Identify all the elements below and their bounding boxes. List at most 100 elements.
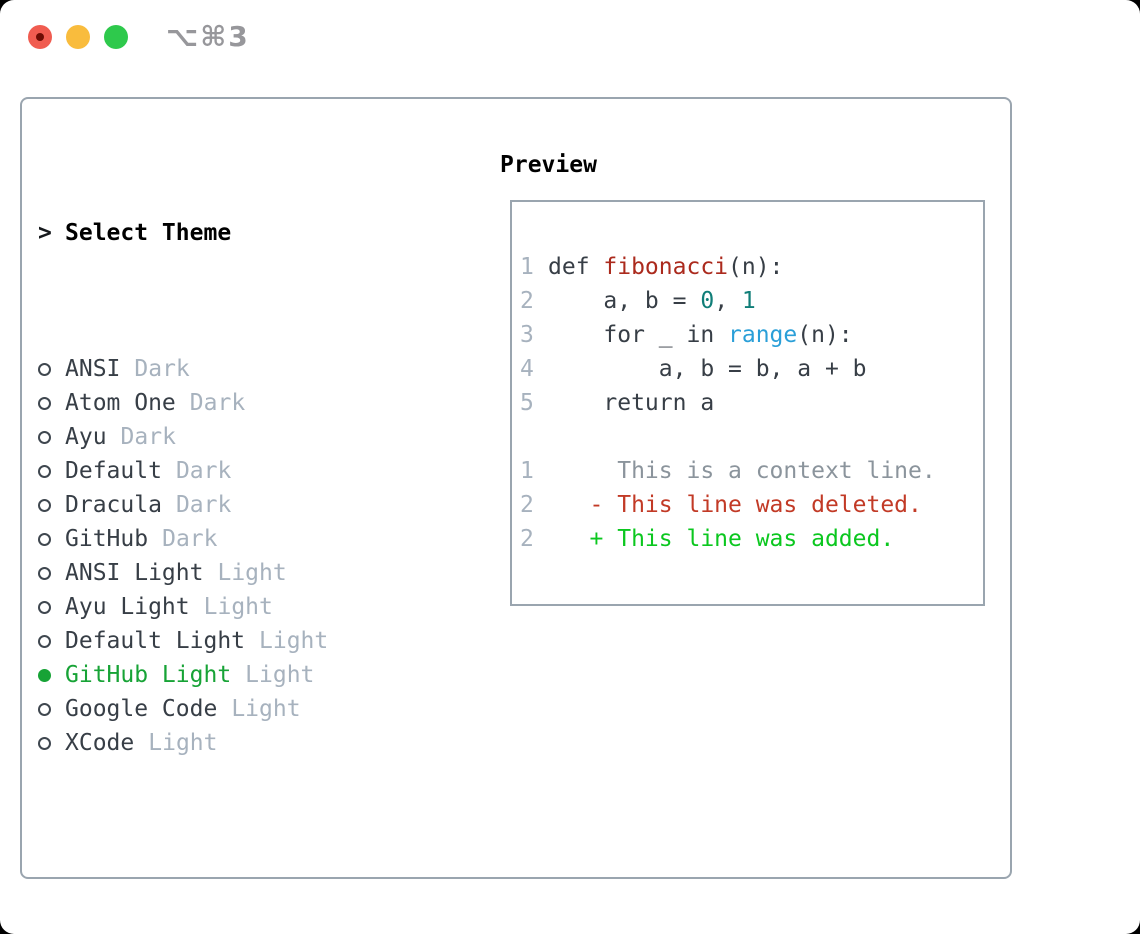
code-segment: (n):: [797, 322, 853, 348]
code-segment: 1: [741, 288, 756, 314]
theme-option[interactable]: Ayu Dark: [38, 420, 426, 454]
line-number: 2: [520, 492, 534, 518]
code-segment: return a: [548, 390, 715, 416]
code-segment: 0: [700, 288, 715, 314]
radio-icon: [38, 566, 51, 580]
theme-option[interactable]: Atom One Dark: [38, 386, 426, 420]
prompt-chevron-icon: >: [38, 220, 52, 246]
theme-option[interactable]: GitHub Light Light: [38, 658, 426, 692]
select-theme-title: Select Theme: [65, 220, 232, 246]
code-segment: + This line was added.: [548, 526, 895, 552]
option-label: Atom One: [65, 390, 176, 416]
line-number: 2: [520, 526, 534, 552]
option-label: Default: [65, 458, 162, 484]
radio-marker: [38, 430, 65, 444]
code-segment: range: [728, 322, 798, 348]
code-segment: (n):: [728, 254, 784, 280]
radio-marker: [38, 702, 65, 716]
theme-option[interactable]: XCode Light: [38, 726, 426, 760]
radio-marker: [38, 532, 65, 546]
radio-marker: [38, 498, 65, 512]
line-number: 2: [520, 288, 534, 314]
titlebar: ⌥⌘3: [0, 0, 1140, 74]
code-line: 2 a, b = 0, 1: [520, 284, 936, 318]
radio-icon: [38, 396, 51, 410]
code-segment: for _ in: [548, 322, 729, 348]
radio-icon: [38, 430, 51, 444]
theme-variant-tag: Light: [245, 662, 315, 688]
radio-icon: [38, 600, 51, 614]
modified-indicator-icon: [36, 33, 44, 41]
theme-variant-tag: Light: [203, 594, 273, 620]
theme-variant-tag: Light: [217, 560, 287, 586]
theme-option[interactable]: Default Light Light: [38, 624, 426, 658]
code-line: 5 return a: [520, 386, 936, 420]
code-line: 1 This is a context line.: [520, 454, 936, 488]
select-theme-header-row: > Select Theme: [38, 216, 426, 250]
option-label: Ayu Light: [65, 594, 190, 620]
radio-marker: [38, 566, 65, 580]
preview-title: Preview: [500, 152, 597, 178]
minimize-button[interactable]: [66, 25, 90, 49]
code-segment: - This line was deleted.: [548, 492, 922, 518]
option-label: ANSI: [65, 356, 121, 382]
option-label: Default Light: [65, 628, 246, 654]
radio-marker: [38, 600, 65, 614]
theme-variant-tag: Light: [259, 628, 329, 654]
code-segment: ,: [714, 288, 742, 314]
code-line: 4 a, b = b, a + b: [520, 352, 936, 386]
theme-variant-tag: Dark: [134, 356, 190, 382]
line-number: 1: [520, 458, 534, 484]
option-label: Dracula: [65, 492, 162, 518]
theme-option[interactable]: GitHub Dark: [38, 522, 426, 556]
option-label: GitHub: [65, 526, 149, 552]
code-segment: def: [548, 254, 604, 280]
theme-option[interactable]: ANSI Light Light: [38, 556, 426, 590]
close-button[interactable]: [28, 25, 52, 49]
radio-icon: [38, 736, 51, 750]
line-number: 5: [520, 390, 534, 416]
theme-variant-tag: Light: [148, 730, 218, 756]
zoom-button[interactable]: [104, 25, 128, 49]
option-label: Ayu: [65, 424, 107, 450]
option-label: GitHub Light: [65, 662, 232, 688]
code-line: 2 + This line was added.: [520, 522, 936, 556]
code-line: 2 - This line was deleted.: [520, 488, 936, 522]
theme-option[interactable]: ANSI Dark: [38, 352, 426, 386]
code-segment: This is a context line.: [548, 458, 936, 484]
radio-marker: [38, 464, 65, 478]
theme-variant-tag: Dark: [162, 526, 218, 552]
theme-variant-tag: Dark: [120, 424, 176, 450]
option-label: ANSI Light: [65, 560, 204, 586]
radio-icon: [38, 634, 51, 648]
radio-marker: [38, 668, 65, 682]
radio-icon: [38, 498, 51, 512]
option-label: XCode: [65, 730, 135, 756]
radio-icon: [38, 532, 51, 546]
theme-variant-tag: Dark: [189, 390, 246, 416]
radio-icon: [38, 702, 51, 716]
line-number: 3: [520, 322, 534, 348]
code-segment: a, b =: [548, 288, 701, 314]
spacer: [38, 862, 426, 896]
theme-option[interactable]: Ayu Light Light: [38, 590, 426, 624]
theme-variant-tag: Dark: [175, 458, 232, 484]
window-title: ⌥⌘3: [166, 20, 250, 53]
radio-marker: [38, 736, 65, 750]
theme-option[interactable]: Default Dark: [38, 454, 426, 488]
code-segment: fibonacci: [603, 254, 729, 280]
code-segment: a, b = b, a + b: [548, 356, 867, 382]
radio-marker: [38, 634, 65, 648]
option-label: Google Code: [65, 696, 218, 722]
code-line: [520, 420, 936, 454]
radio-icon: [38, 464, 51, 478]
radio-marker: [38, 362, 65, 376]
line-number: 1: [520, 254, 534, 280]
